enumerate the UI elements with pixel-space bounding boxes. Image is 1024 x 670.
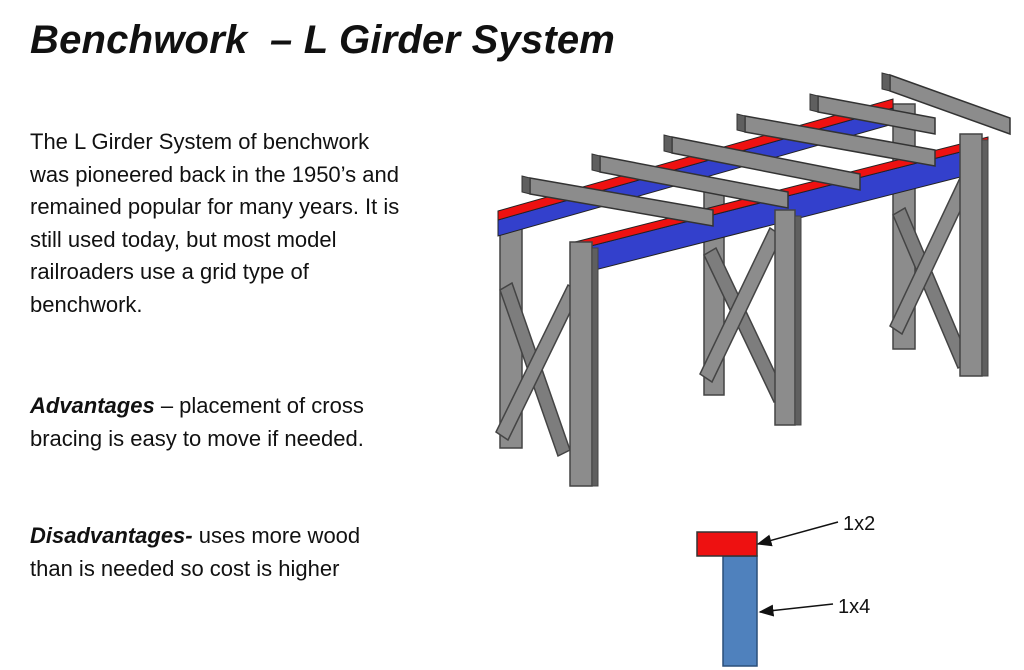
- benchwork-illustration: [495, 72, 1011, 487]
- l-girder-cross-section: [696, 531, 758, 667]
- label-1x4: 1x4: [838, 596, 870, 618]
- disadvantages-paragraph: Disadvantages- uses more wood than is ne…: [30, 520, 400, 585]
- advantages-text: – placement of cross bracing is easy to …: [30, 393, 364, 451]
- leg: [774, 209, 796, 426]
- leg: [959, 133, 983, 377]
- callout-arrow-1x2: [756, 521, 839, 547]
- slide-title: Benchwork – L Girder System: [30, 18, 616, 62]
- disadvantages-label: Disadvantages-: [30, 523, 193, 548]
- label-1x2: 1x2: [843, 513, 875, 535]
- advantages-label: Advantages: [30, 393, 155, 418]
- intro-paragraph: The L Girder System of benchwork was pio…: [30, 129, 400, 317]
- top-board-1x2: [696, 531, 758, 557]
- joists: [521, 72, 1011, 227]
- vertical-board-1x4: [722, 555, 758, 667]
- leg: [569, 241, 593, 487]
- advantages-paragraph: Advantages – placement of cross bracing …: [30, 390, 400, 455]
- callout-arrow-1x4: [758, 603, 834, 617]
- disadvantages-text: uses more wood than is needed so cost is…: [30, 523, 361, 581]
